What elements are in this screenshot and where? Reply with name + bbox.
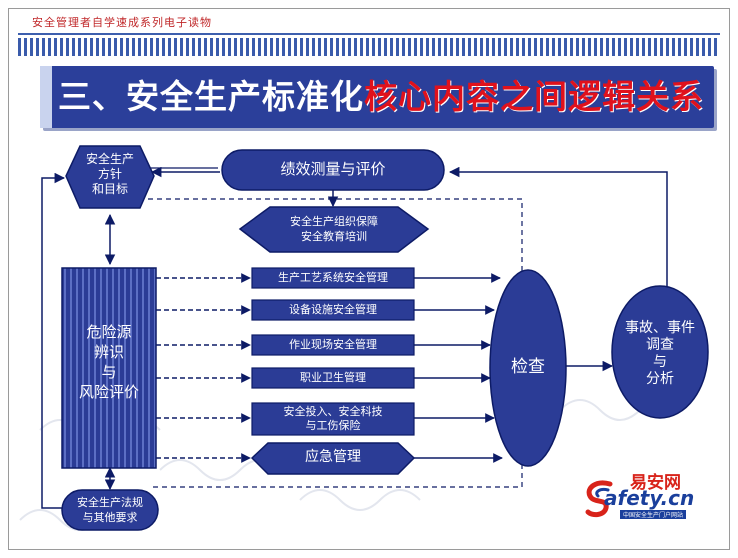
performance-capsule [221, 149, 445, 191]
hazard-box [61, 267, 157, 469]
title-bar-accent [40, 66, 52, 128]
goals-line-1: 安全生产 [85, 152, 134, 166]
laws-line-1: 安全生产法规 [77, 496, 143, 509]
page-title: 三、安全生产标准化核心内容之间逻辑关系 [58, 77, 704, 117]
process-label: 生产工艺系统安全管理 [278, 271, 388, 284]
series-caption: 安全管理者自学速成系列电子读物 [32, 16, 212, 29]
hazard-line-2: 辨识 [93, 343, 124, 361]
inspection-ellipse [489, 269, 567, 467]
investment-label: 安全投入、安全科技 与工伤保险 [252, 405, 414, 433]
hazard-line-3: 与 [101, 363, 117, 381]
slide-frame [8, 8, 730, 550]
investment-line-2: 与工伤保险 [305, 419, 361, 432]
goals-line-2: 方针 [97, 167, 122, 181]
decorative-band [18, 38, 720, 56]
logo-name: 易安网 [630, 473, 681, 493]
site-box [251, 334, 415, 356]
laws-line-2: 与其他要求 [82, 511, 138, 524]
logo-swirl-icon [585, 480, 613, 518]
hazard-line-1: 危险源 [86, 323, 132, 341]
investment-line-1: 安全投入、安全科技 [283, 405, 383, 418]
emergency-hexagon [250, 442, 416, 475]
equipment-box [251, 299, 415, 321]
header-rule [18, 33, 720, 35]
performance-label: 绩效测量与评价 [280, 160, 386, 178]
accident-line-1: 事故、事件 [625, 320, 695, 336]
accident-label: 事故、事件 调查 与 分析 [612, 320, 708, 388]
hazard-label: 危险源 辨识 与 风险评价 [62, 322, 156, 402]
arrow-laws-goals [41, 172, 66, 509]
laws-label: 安全生产法规 与其他要求 [62, 495, 158, 525]
equipment-label: 设备设施安全管理 [289, 303, 377, 316]
title-part-2: 核心内容之间逻辑关系 [364, 77, 704, 116]
org-line-2: 安全教育培训 [301, 230, 367, 243]
title-part-1: 三、安全生产标准化 [58, 77, 364, 116]
title-bar [40, 66, 714, 128]
accident-ellipse [611, 285, 709, 419]
goals-line-3: 和目标 [91, 182, 128, 196]
hazard-line-4: 风险评价 [78, 383, 139, 401]
goals-label: 安全生产 方针 和目标 [70, 152, 150, 197]
site-logo[interactable]: 易安网 afety.cn 中国安全生产门户网站 [584, 468, 718, 522]
org-label: 安全生产组织保障 安全教育培训 [240, 214, 428, 244]
inspection-label: 检查 [511, 357, 545, 377]
investment-box [251, 402, 415, 436]
goals-hexagon [65, 145, 155, 209]
logo-domain: afety.cn [604, 486, 695, 510]
process-box [251, 267, 415, 289]
laws-capsule [61, 489, 159, 531]
logo-tagline: 中国安全生产门户网站 [620, 510, 687, 519]
arrow-accident-performance [448, 166, 668, 295]
health-label: 职业卫生管理 [300, 371, 366, 384]
hazard-links [156, 273, 251, 463]
site-label: 作业现场安全管理 [289, 338, 377, 351]
accident-line-3: 与 [653, 354, 667, 370]
org-diamond [238, 206, 430, 253]
accident-line-4: 分析 [646, 371, 674, 387]
org-line-1: 安全生产组织保障 [290, 215, 378, 228]
inspection-links [414, 273, 503, 463]
emergency-label: 应急管理 [305, 449, 361, 465]
accident-line-2: 调查 [646, 337, 674, 353]
health-box [251, 367, 415, 389]
